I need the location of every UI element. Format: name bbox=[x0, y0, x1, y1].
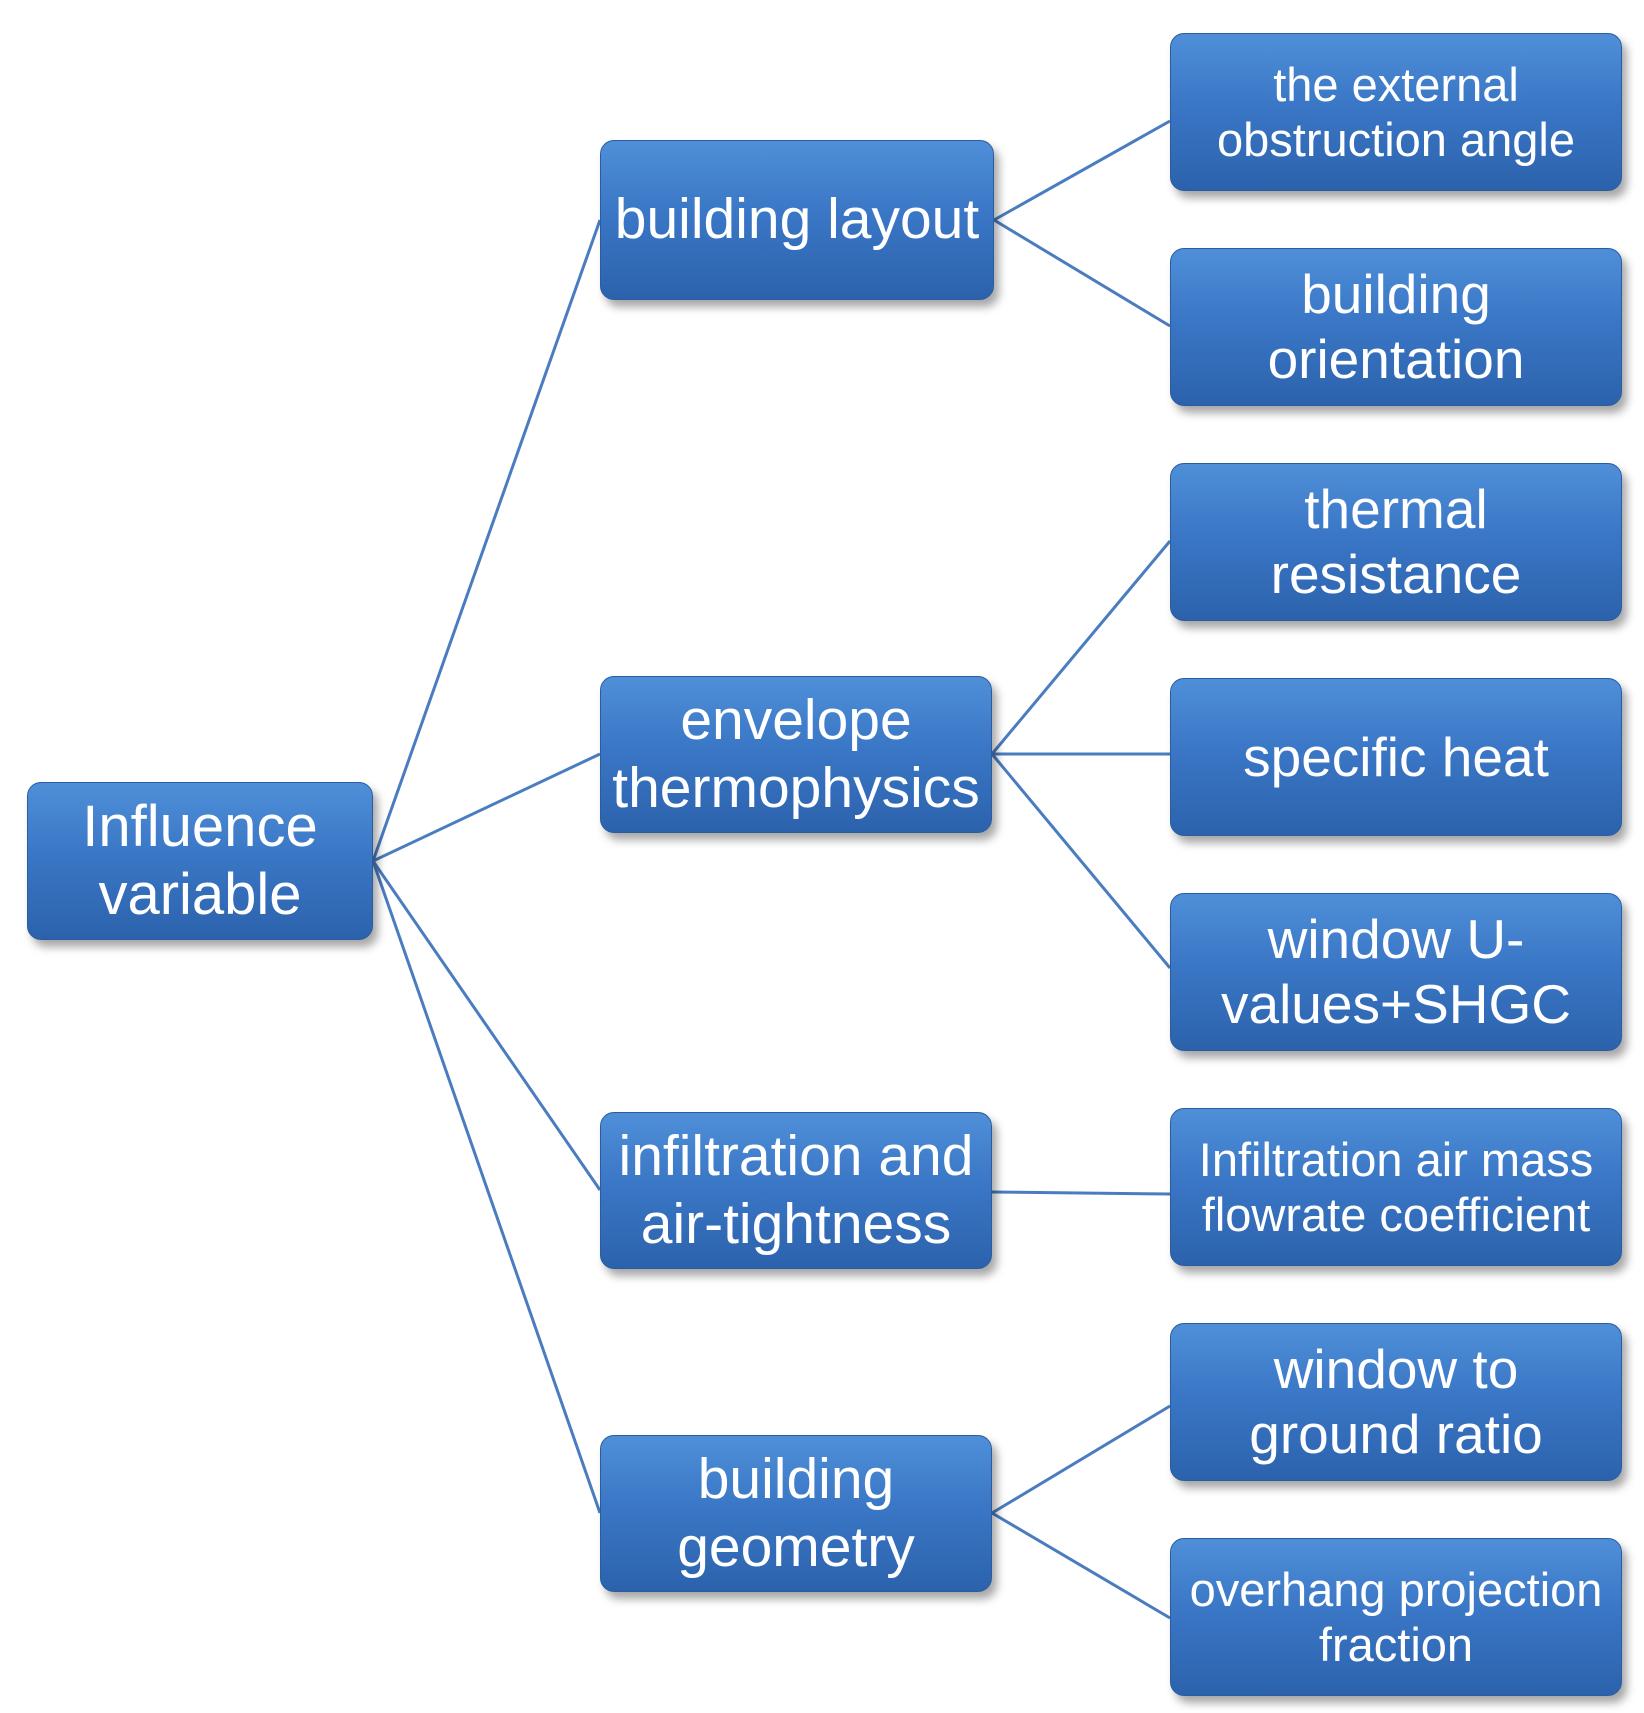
connector-geometry-overhang bbox=[991, 1511, 1171, 1620]
root-node-influence-variable: Influence variable bbox=[27, 782, 373, 940]
connector-infiltration-mass-flowrate bbox=[991, 1190, 1171, 1196]
category-node-building-geometry: building geometry bbox=[600, 1435, 992, 1592]
connector-root-building-geometry bbox=[371, 860, 602, 1514]
connector-root-building-layout bbox=[371, 219, 602, 862]
leaf-node-window-to-ground-ratio: window to ground ratio bbox=[1170, 1323, 1622, 1481]
leaf-node-overhang-projection-fraction: overhang projection fraction bbox=[1170, 1538, 1622, 1696]
connector-root-infiltration bbox=[371, 860, 602, 1191]
category-node-envelope-thermophysics: envelope thermophysics bbox=[600, 676, 992, 833]
leaf-node-building-orientation: building orientation bbox=[1170, 248, 1622, 406]
category-node-infiltration-air-tightness: infiltration and air-tightness bbox=[600, 1112, 992, 1269]
connector-envelope-thermal-resistance bbox=[990, 540, 1172, 755]
category-node-building-layout: building layout bbox=[600, 140, 994, 300]
connector-envelope-window-u-values bbox=[990, 753, 1172, 969]
connector-root-envelope-thermophysics bbox=[372, 752, 601, 863]
connector-layout-orientation bbox=[993, 218, 1171, 328]
leaf-node-infiltration-air-mass-flowrate: Infiltration air mass flowrate coefficie… bbox=[1170, 1108, 1622, 1266]
connector-geometry-window-ground-ratio bbox=[991, 1404, 1171, 1515]
leaf-node-external-obstruction-angle: the external obstruction angle bbox=[1170, 33, 1622, 191]
leaf-node-thermal-resistance: thermal resistance bbox=[1170, 463, 1622, 621]
leaf-node-specific-heat: specific heat bbox=[1170, 678, 1622, 836]
leaf-node-window-u-values-shgc: window U- values+SHGC bbox=[1170, 893, 1622, 1051]
connector-layout-obstruction bbox=[993, 119, 1171, 222]
